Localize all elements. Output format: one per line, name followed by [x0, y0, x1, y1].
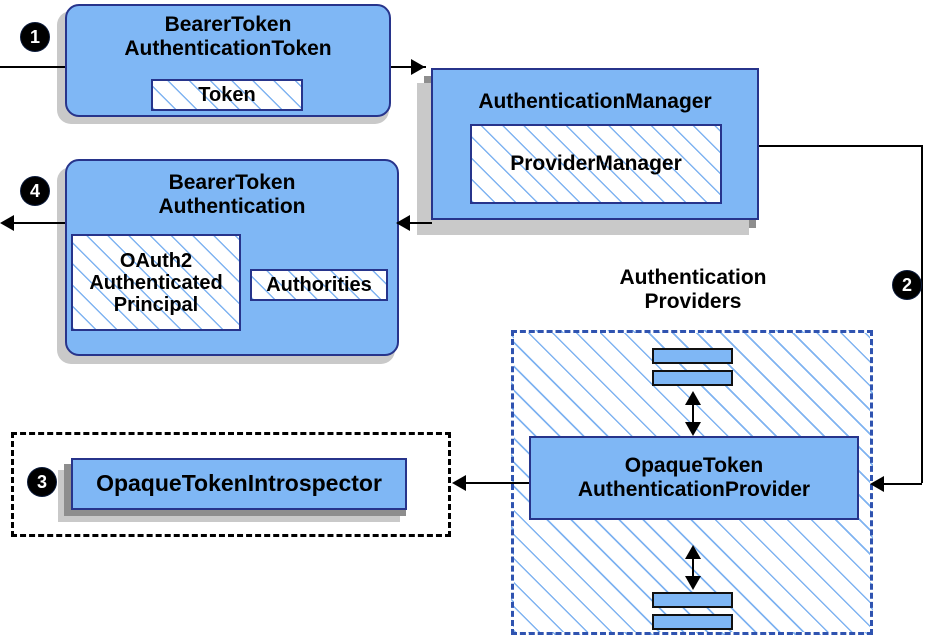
- opaque-token-authentication-provider-title-1: OpaqueToken: [624, 454, 764, 478]
- connector-token-to-manager: [388, 66, 426, 68]
- bearer-token-authentication-title-2: Authentication: [158, 194, 306, 218]
- connector-manager-to-provider-vertical: [921, 145, 923, 483]
- connector-request-in: [0, 66, 66, 68]
- step-marker-3: 3: [28, 468, 56, 496]
- opaque-token-introspector-title: OpaqueTokenIntrospector: [96, 470, 382, 497]
- connector-provider-stack-bottom-arrowhead-down: [685, 576, 701, 590]
- opaque-token-introspector: OpaqueTokenIntrospector: [71, 458, 407, 510]
- connector-provider-stack-top-arrowhead-up: [685, 391, 701, 405]
- opaque-token-introspector-region: [11, 432, 451, 537]
- authentication-providers-caption-2: Providers: [644, 290, 742, 314]
- authentication-manager-title: AuthenticationManager: [478, 90, 712, 113]
- bearer-token-authentication-token-title-2: AuthenticationToken: [124, 36, 332, 60]
- connector-manager-to-result: [396, 222, 432, 224]
- connector-token-to-manager-arrowhead: [411, 59, 425, 75]
- principal-line-2: Authenticated: [89, 271, 223, 294]
- bearer-token-authentication-title-1: BearerToken: [168, 171, 296, 194]
- connector-provider-stack-bottom-line: [692, 548, 694, 586]
- principal-line-3: Principal: [113, 293, 199, 316]
- connector-provider-to-introspector-arrowhead: [452, 475, 466, 491]
- connector-provider-stack-bottom-arrowhead-up: [685, 545, 701, 559]
- bearer-token-authentication-token-field-token: Token: [151, 79, 303, 111]
- connector-manager-to-result-arrowhead: [396, 215, 410, 231]
- authentication-manager-field-provider-manager: ProviderManager: [470, 124, 722, 204]
- provider-bar-bottom-1: [652, 592, 733, 608]
- principal-line-1: OAuth2: [119, 249, 193, 272]
- provider-bar-top-2: [652, 370, 733, 386]
- step-marker-1: 1: [21, 23, 49, 51]
- bearer-token-authentication-field-principal: OAuth2 Authenticated Principal: [71, 234, 241, 331]
- connector-manager-to-provider-arrowhead: [870, 476, 884, 492]
- connector-manager-to-provider-bottom: [884, 483, 922, 485]
- provider-bar-top-1: [652, 348, 733, 364]
- connector-result-out: [10, 222, 68, 224]
- opaque-token-authentication-provider-title-2: AuthenticationProvider: [577, 478, 811, 501]
- bearer-token-authentication-token-title-1: BearerToken: [164, 13, 292, 36]
- connector-result-out-arrowhead: [0, 215, 14, 231]
- provider-bar-bottom-2: [652, 614, 733, 630]
- step-marker-2: 2: [893, 271, 921, 299]
- bearer-token-authentication-token: BearerToken AuthenticationToken: [65, 4, 391, 117]
- connector-provider-stack-top-arrowhead-down: [685, 422, 701, 436]
- connector-manager-to-provider-top: [757, 145, 922, 147]
- step-marker-4: 4: [21, 177, 49, 205]
- connector-provider-to-introspector: [465, 482, 530, 484]
- authentication-providers-caption: Authentication Providers: [571, 266, 815, 314]
- connector-provider-stack-top-line: [692, 394, 694, 432]
- bearer-token-authentication-field-authorities: Authorities: [250, 269, 388, 301]
- opaque-token-authentication-provider: OpaqueToken AuthenticationProvider: [529, 436, 859, 520]
- authentication-providers-caption-1: Authentication: [619, 266, 767, 289]
